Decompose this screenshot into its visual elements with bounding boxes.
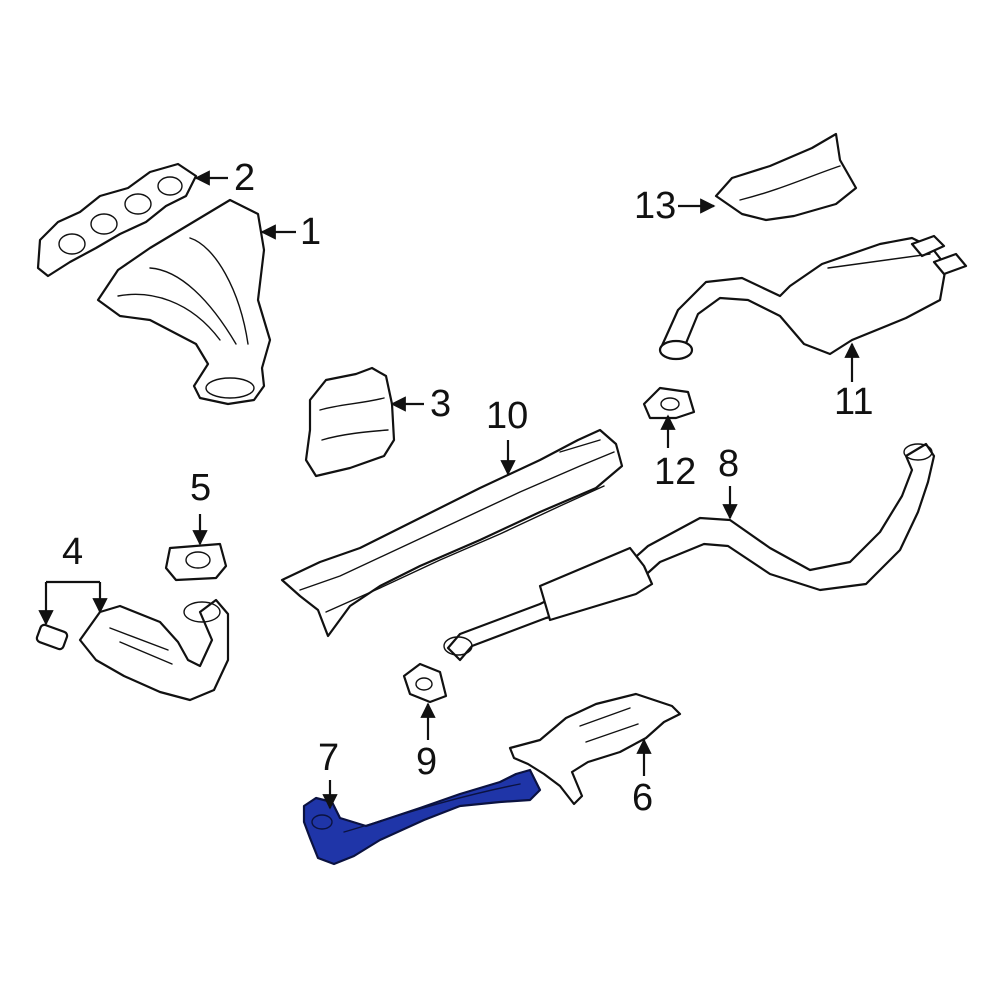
part-8-intermediate-pipe[interactable] [443, 442, 936, 662]
callout-8[interactable]: 8 [718, 443, 739, 485]
part-2-manifold-gasket[interactable] [36, 162, 198, 278]
part-1-exhaust-manifold[interactable] [96, 198, 272, 406]
part-12-gasket[interactable] [642, 386, 696, 420]
part-11-muffler[interactable] [658, 234, 968, 361]
part-5-flange-gasket[interactable] [164, 542, 228, 582]
callout-9[interactable]: 9 [416, 741, 437, 783]
callout-3[interactable]: 3 [430, 383, 451, 425]
part-6-front-pipe-converter[interactable] [508, 692, 682, 806]
part-13-rear-heat-shield[interactable] [714, 132, 858, 222]
callout-2[interactable]: 2 [234, 157, 255, 199]
callout-1[interactable]: 1 [300, 211, 321, 253]
callout-12[interactable]: 12 [654, 451, 696, 493]
part-9-gasket[interactable] [402, 662, 448, 704]
callout-7[interactable]: 7 [318, 737, 339, 779]
callout-4[interactable]: 4 [62, 531, 83, 573]
part-4-catalytic-converter[interactable] [35, 598, 230, 702]
part-7-front-pipe-highlighted[interactable] [302, 768, 542, 866]
callout-6[interactable]: 6 [632, 777, 653, 819]
callout-13[interactable]: 13 [634, 185, 676, 227]
callout-11[interactable]: 11 [834, 381, 873, 423]
leader-lines [38, 170, 860, 810]
callout-labels: 1 2 3 4 5 6 7 8 9 10 11 12 13 [62, 157, 873, 819]
part-10-underbody-heat-shield[interactable] [280, 428, 624, 638]
part-3-heat-shield[interactable] [304, 366, 396, 478]
callout-10[interactable]: 10 [486, 395, 528, 437]
callout-5[interactable]: 5 [190, 467, 211, 509]
